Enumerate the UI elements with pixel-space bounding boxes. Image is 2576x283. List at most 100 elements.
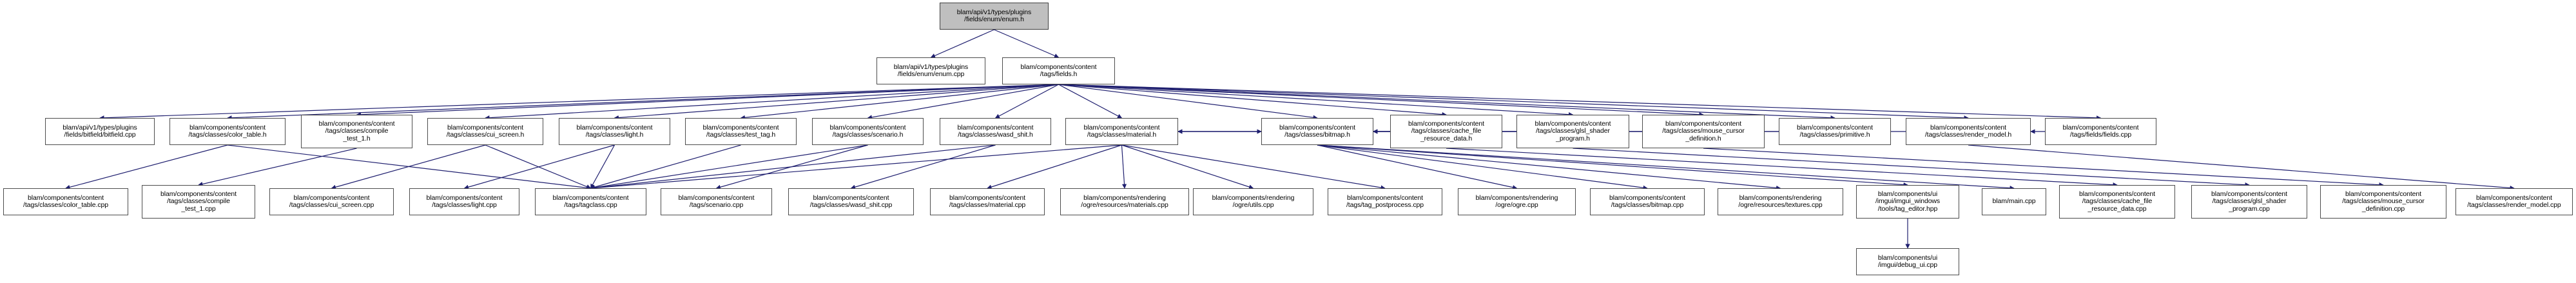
graph-node[interactable]: blam/main.cpp [1982, 188, 2046, 215]
graph-edge [930, 29, 994, 58]
graph-edge [227, 84, 1059, 121]
graph-edge [227, 144, 592, 190]
graph-node-label: blam/api/v1/types/plugins /fields/enum/e… [893, 63, 969, 78]
graph-edge [198, 148, 357, 187]
graph-node-label: blam/components/rendering /ogre/ogre.cpp [1475, 193, 1558, 209]
graph-node-label: blam/components/content /tags/classes/li… [576, 123, 653, 139]
graph-node[interactable]: blam/components/content /tags/classes/re… [1906, 118, 2031, 145]
graph-edge [99, 84, 1059, 121]
graph-node-label: blam/components/content /tags/classes/ma… [1083, 123, 1160, 139]
graph-edge [1058, 84, 2102, 121]
graph-node-label: blam/components/content /tags/classes/wa… [809, 193, 893, 209]
graph-node-label: blam/components/content /tags/classes/sc… [829, 123, 906, 139]
graph-edge [1058, 84, 1447, 117]
graph-edge [850, 144, 996, 190]
graph-node[interactable]: blam/components/ui /imgui/debug_ui.cpp [1856, 248, 1959, 275]
graph-node[interactable]: blam/components/content /tags/classes/ma… [930, 188, 1045, 215]
graph-node[interactable]: blam/components/content /tags/classes/bi… [1590, 188, 1705, 215]
graph-node[interactable]: blam/components/content /tags/classes/co… [301, 115, 412, 148]
graph-node[interactable]: blam/components/content /tags/classes/re… [2455, 188, 2573, 215]
graph-node-label: blam/components/content /tags/tagclass.c… [552, 193, 629, 209]
graph-edge [590, 144, 1122, 191]
graph-node[interactable]: blam/components/content /tags/classes/sc… [812, 118, 924, 145]
graph-node-label: blam/components/content /tags/classes/gl… [1535, 119, 1611, 142]
graph-edge [1058, 84, 1123, 119]
graph-edge [1058, 84, 1969, 121]
graph-node[interactable]: blam/components/content /tags/fields.h [1002, 57, 1115, 84]
graph-edge [867, 84, 1059, 120]
graph-node[interactable]: blam/components/content /tags/classes/cu… [427, 118, 543, 145]
graph-node[interactable]: blam/components/content /tags/classes/pr… [1779, 118, 1891, 145]
graph-node[interactable]: blam/components/content /tags/classes/mo… [2320, 185, 2446, 219]
graph-node[interactable]: blam/components/content /tags/classes/mo… [1642, 115, 1765, 148]
graph-node[interactable]: blam/components/content /tags/scenario.c… [661, 188, 772, 215]
graph-node[interactable]: blam/components/content /tags/tag_postpr… [1328, 188, 1442, 215]
graph-edge [590, 144, 868, 190]
graph-node-label: blam/components/content /tags/classes/cu… [289, 193, 374, 209]
graph-node-label: blam/components/content /tags/classes/li… [426, 193, 503, 209]
graph-edge [1121, 144, 1254, 190]
graph-edge [1968, 144, 2515, 191]
graph-node-label: blam/components/content /tags/classes/co… [160, 190, 237, 213]
graph-edge [590, 144, 996, 190]
graph-node[interactable]: blam/components/content /tags/classes/te… [685, 118, 797, 145]
graph-node-label: blam/main.cpp [1992, 197, 2036, 206]
graph-edge [1317, 144, 2015, 191]
graph-edge [740, 84, 1059, 120]
graph-node[interactable]: blam/components/content /tags/classes/co… [142, 185, 255, 219]
graph-node-label: blam/components/content /tags/classes/ca… [2079, 190, 2155, 213]
graph-node[interactable]: blam/components/content /tags/fields/fie… [2045, 118, 2156, 145]
graph-node[interactable]: blam/components/content /tags/classes/co… [169, 118, 286, 145]
graph-node[interactable]: blam/api/v1/types/plugins /fields/enum/e… [940, 3, 1049, 30]
graph-edge [1121, 144, 1127, 189]
graph-edge [590, 144, 741, 190]
graph-node[interactable]: blam/components/rendering /ogre/resource… [1718, 188, 1843, 215]
graph-edge [1703, 148, 2384, 188]
graph-edge [485, 144, 592, 189]
graph-node[interactable]: blam/components/content /tags/classes/wa… [788, 188, 914, 215]
graph-node[interactable]: blam/components/rendering /ogre/ogre.cpp [1458, 188, 1576, 215]
graph-node[interactable]: blam/components/content /tags/classes/gl… [2191, 185, 2307, 219]
graph-node[interactable]: blam/api/v1/types/plugins /fields/enum/e… [876, 57, 985, 84]
graph-node-label: blam/components/content /tags/classes/wa… [957, 123, 1034, 139]
graph-edge [715, 144, 868, 190]
graph-edge [1058, 84, 1574, 117]
graph-node-label: blam/components/content /tags/classes/mo… [1662, 119, 1745, 142]
graph-node-label: blam/components/content /tags/classes/gl… [2211, 190, 2287, 213]
graph-edge [987, 144, 1122, 190]
graph-edge [994, 84, 1059, 119]
graph-edge [1317, 144, 1518, 190]
graph-node-label: blam/components/content /tags/classes/re… [2467, 193, 2561, 209]
graph-edge [1446, 148, 2118, 188]
graph-edge [65, 144, 228, 190]
graph-node[interactable]: blam/components/rendering /ogre/resource… [1060, 188, 1189, 215]
graph-node[interactable]: blam/components/ui /imgui/imgui_windows … [1856, 185, 1959, 219]
graph-node[interactable]: blam/components/content /tags/classes/gl… [1516, 115, 1629, 148]
graph-node[interactable]: blam/components/content /tags/classes/wa… [940, 118, 1051, 145]
graph-edge [1317, 144, 1908, 188]
graph-node[interactable]: blam/components/content /tags/classes/co… [3, 188, 128, 215]
graph-node-label: blam/api/v1/types/plugins /fields/enum/e… [956, 8, 1032, 23]
graph-edge [485, 84, 1059, 121]
graph-node[interactable]: blam/components/content /tags/classes/ca… [1390, 115, 1502, 148]
graph-node[interactable]: blam/components/content /tags/tagclass.c… [535, 188, 646, 215]
graph-node-label: blam/components/content /tags/classes/mo… [2342, 190, 2425, 213]
graph-node-label: blam/components/content /tags/classes/cu… [446, 123, 525, 139]
graph-node-label: blam/components/ui /imgui/imgui_windows … [1875, 190, 1941, 213]
graph-node[interactable]: blam/components/content /tags/classes/cu… [269, 188, 394, 215]
graph-node[interactable]: blam/components/content /tags/classes/ca… [2059, 185, 2175, 219]
graph-node[interactable]: blam/components/rendering /ogre/utils.cp… [1193, 188, 1313, 215]
graph-node[interactable]: blam/components/content /tags/classes/li… [559, 118, 670, 145]
graph-node-label: blam/components/content /tags/fields.h [1020, 63, 1097, 78]
graph-node-label: blam/components/content /tags/classes/bi… [1279, 123, 1355, 139]
graph-edge [1317, 144, 1648, 190]
graph-node[interactable]: blam/components/content /tags/classes/ma… [1065, 118, 1178, 145]
graph-edge [614, 84, 1059, 121]
graph-node-label: blam/components/content /tags/classes/pr… [1797, 123, 1873, 139]
graph-node[interactable]: blam/api/v1/types/plugins /fields/bitfie… [45, 118, 155, 145]
graph-node-label: blam/components/content /tags/classes/te… [702, 123, 779, 139]
graph-node[interactable]: blam/components/content /tags/classes/bi… [1261, 118, 1373, 145]
graph-edge [356, 84, 1059, 117]
graph-node[interactable]: blam/components/content /tags/classes/li… [409, 188, 519, 215]
